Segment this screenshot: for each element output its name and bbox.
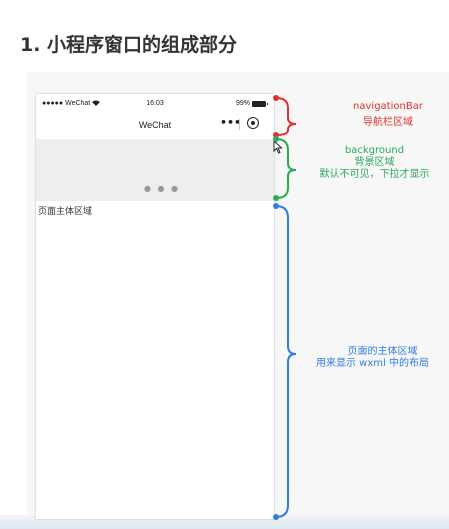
status-bar: ●●●●● WeChat 16:03 99% bbox=[36, 94, 274, 112]
section-heading: 1. 小程序窗口的组成部分 bbox=[20, 34, 238, 56]
capsule-divider bbox=[239, 119, 240, 130]
body-bracket-top-dot bbox=[273, 203, 279, 209]
background-bracket-bottom-dot bbox=[273, 195, 279, 201]
body-bracket bbox=[275, 205, 297, 518]
battery-icon bbox=[252, 101, 268, 107]
more-icon[interactable]: ••• bbox=[220, 116, 242, 129]
background-annotation-en: background bbox=[344, 145, 405, 156]
wifi-icon bbox=[92, 100, 101, 107]
navigation-annotation-en: navigationBar bbox=[353, 101, 423, 112]
body-annotation-title: 页面的主体区域 bbox=[347, 346, 418, 357]
navigation-bracket-top-dot bbox=[273, 95, 279, 101]
nav-title: WeChat bbox=[138, 120, 172, 130]
background-annotation: background 背景区域 默认不可见，下拉才显示 bbox=[300, 145, 449, 181]
loading-dots: ● ● ● bbox=[144, 184, 181, 193]
carrier-text: ●●●●● WeChat bbox=[42, 100, 91, 107]
body-annotation: 页面的主体区域 用来显示 wxml 中的布局 bbox=[316, 346, 449, 370]
battery-percent: 99% bbox=[236, 100, 251, 107]
background-area: ● ● ● bbox=[36, 139, 274, 201]
background-annotation-zh: 背景区域 bbox=[354, 157, 395, 168]
cursor-icon bbox=[273, 140, 283, 154]
background-annotation-note: 默认不可见，下拉才显示 bbox=[319, 169, 430, 180]
body-annotation-desc: 用来显示 wxml 中的布局 bbox=[316, 358, 429, 369]
page-body-label: 页面主体区域 bbox=[38, 207, 93, 217]
navigation-annotation-zh: 导航栏区域 bbox=[363, 117, 413, 128]
background-bracket-top-dot bbox=[273, 136, 279, 142]
status-carrier: ●●●●● WeChat bbox=[42, 100, 101, 107]
phone-mockup: ●●●●● WeChat 16:03 99% WeChat ••• ● ● ● … bbox=[36, 94, 274, 519]
status-time: 16:03 bbox=[146, 100, 164, 107]
navigation-bracket bbox=[275, 97, 297, 136]
background-bracket bbox=[275, 138, 297, 199]
body-bracket-bottom-dot bbox=[273, 514, 279, 520]
navigation-annotation: navigationBar 导航栏区域 bbox=[327, 101, 449, 129]
close-target-icon[interactable] bbox=[247, 117, 259, 129]
